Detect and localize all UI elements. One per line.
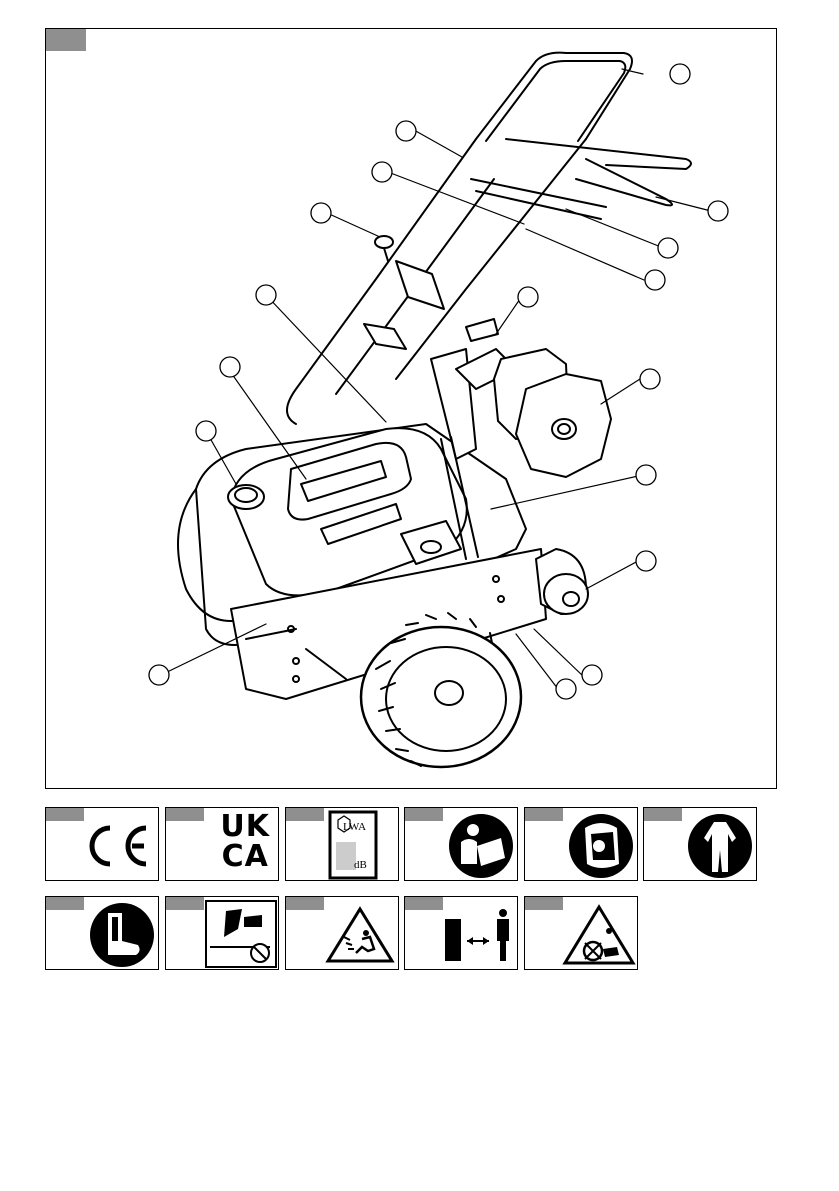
face-protection-symbol <box>524 807 638 881</box>
safety-boots-symbol <box>45 896 159 970</box>
thrown-objects-warning-icon <box>286 897 399 970</box>
db-label: dB <box>354 859 367 871</box>
read-manual-symbol <box>404 807 518 881</box>
safety-boots-icon <box>46 897 159 970</box>
rotating-tines-symbol <box>165 896 279 970</box>
ukca-mark-symbol: UK CA <box>165 807 279 881</box>
ukca-mark-icon: UK CA <box>220 812 270 872</box>
read-manual-icon <box>405 808 518 881</box>
protective-clothing-symbol <box>643 807 757 881</box>
tiller-figure <box>45 28 777 789</box>
protective-clothing-icon <box>644 808 757 881</box>
ce-mark-icon <box>46 808 159 881</box>
keep-distance-icon <box>405 897 518 970</box>
tiller-illustration <box>46 29 778 790</box>
sound-power-label-icon <box>286 808 399 881</box>
rotating-tines-warning-icon <box>166 897 279 970</box>
face-protection-icon <box>525 808 638 881</box>
thrown-objects-symbol <box>285 896 399 970</box>
symbol-tab <box>166 808 204 821</box>
ce-mark-symbol <box>45 807 159 881</box>
lwa-label: LWA <box>343 821 366 833</box>
sound-power-symbol: LWA dB <box>285 807 399 881</box>
tines-hazard-symbol <box>524 896 638 970</box>
tines-hazard-warning-icon <box>525 897 638 970</box>
keep-distance-symbol <box>404 896 518 970</box>
